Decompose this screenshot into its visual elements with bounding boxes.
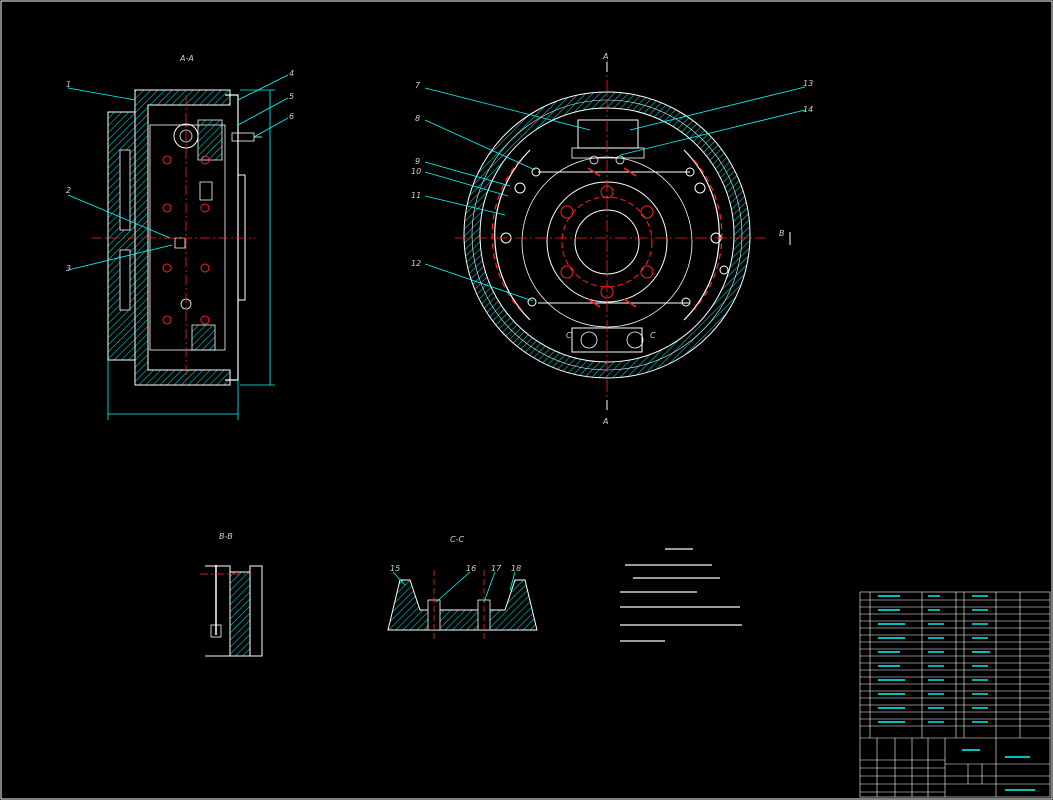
callout-1: 1 (66, 80, 71, 89)
callout-13: 13 (803, 79, 813, 88)
technical-notes (620, 548, 742, 642)
right-shoe (683, 149, 720, 321)
backing-plate (225, 94, 239, 381)
callout-7: 7 (415, 81, 421, 90)
title-block-grid (860, 738, 1050, 797)
cut-label-right: B (779, 229, 785, 238)
callout-6: 6 (289, 112, 294, 121)
callout-9: 9 (415, 157, 420, 166)
title-block (859, 591, 1051, 798)
front-view: A A B C C 7 8 9 10 11 12 13 14 (411, 52, 813, 426)
section-view-a-a: A-A (66, 54, 294, 420)
section-b-b-title: B-B (219, 532, 233, 541)
callout-8: 8 (415, 114, 420, 123)
parts-list-grid (860, 592, 1050, 739)
front-wheel-cylinder (577, 119, 639, 149)
callout-16: 16 (466, 564, 476, 573)
section-view-c-c: C-C 15 16 17 18 (387, 535, 538, 640)
hub-flange (107, 111, 136, 361)
callout-17: 17 (491, 564, 502, 573)
section-view-b-b: B-B (200, 532, 263, 657)
cut-label-bottom: A (602, 417, 608, 426)
callout-14: 14 (803, 105, 813, 114)
drum-ring (463, 91, 751, 379)
parts-list-entries (878, 595, 1035, 791)
callout-12: 12 (411, 259, 421, 268)
cut-label-c-left: C (566, 331, 572, 340)
cut-label-c-right: C (650, 331, 656, 340)
dimension-lines (107, 89, 275, 420)
callout-3: 3 (66, 264, 71, 273)
callout-11: 11 (411, 191, 421, 200)
section-c-c-title: C-C (450, 535, 464, 544)
section-a-a-title: A-A (179, 54, 194, 63)
callout-10: 10 (411, 167, 421, 176)
cut-label-top: A (602, 52, 608, 61)
callout-18: 18 (511, 564, 521, 573)
left-shoe (494, 149, 531, 321)
callout-15: 15 (390, 564, 400, 573)
callout-5: 5 (289, 92, 294, 101)
callout-2: 2 (66, 186, 71, 195)
callout-4: 4 (289, 69, 294, 78)
